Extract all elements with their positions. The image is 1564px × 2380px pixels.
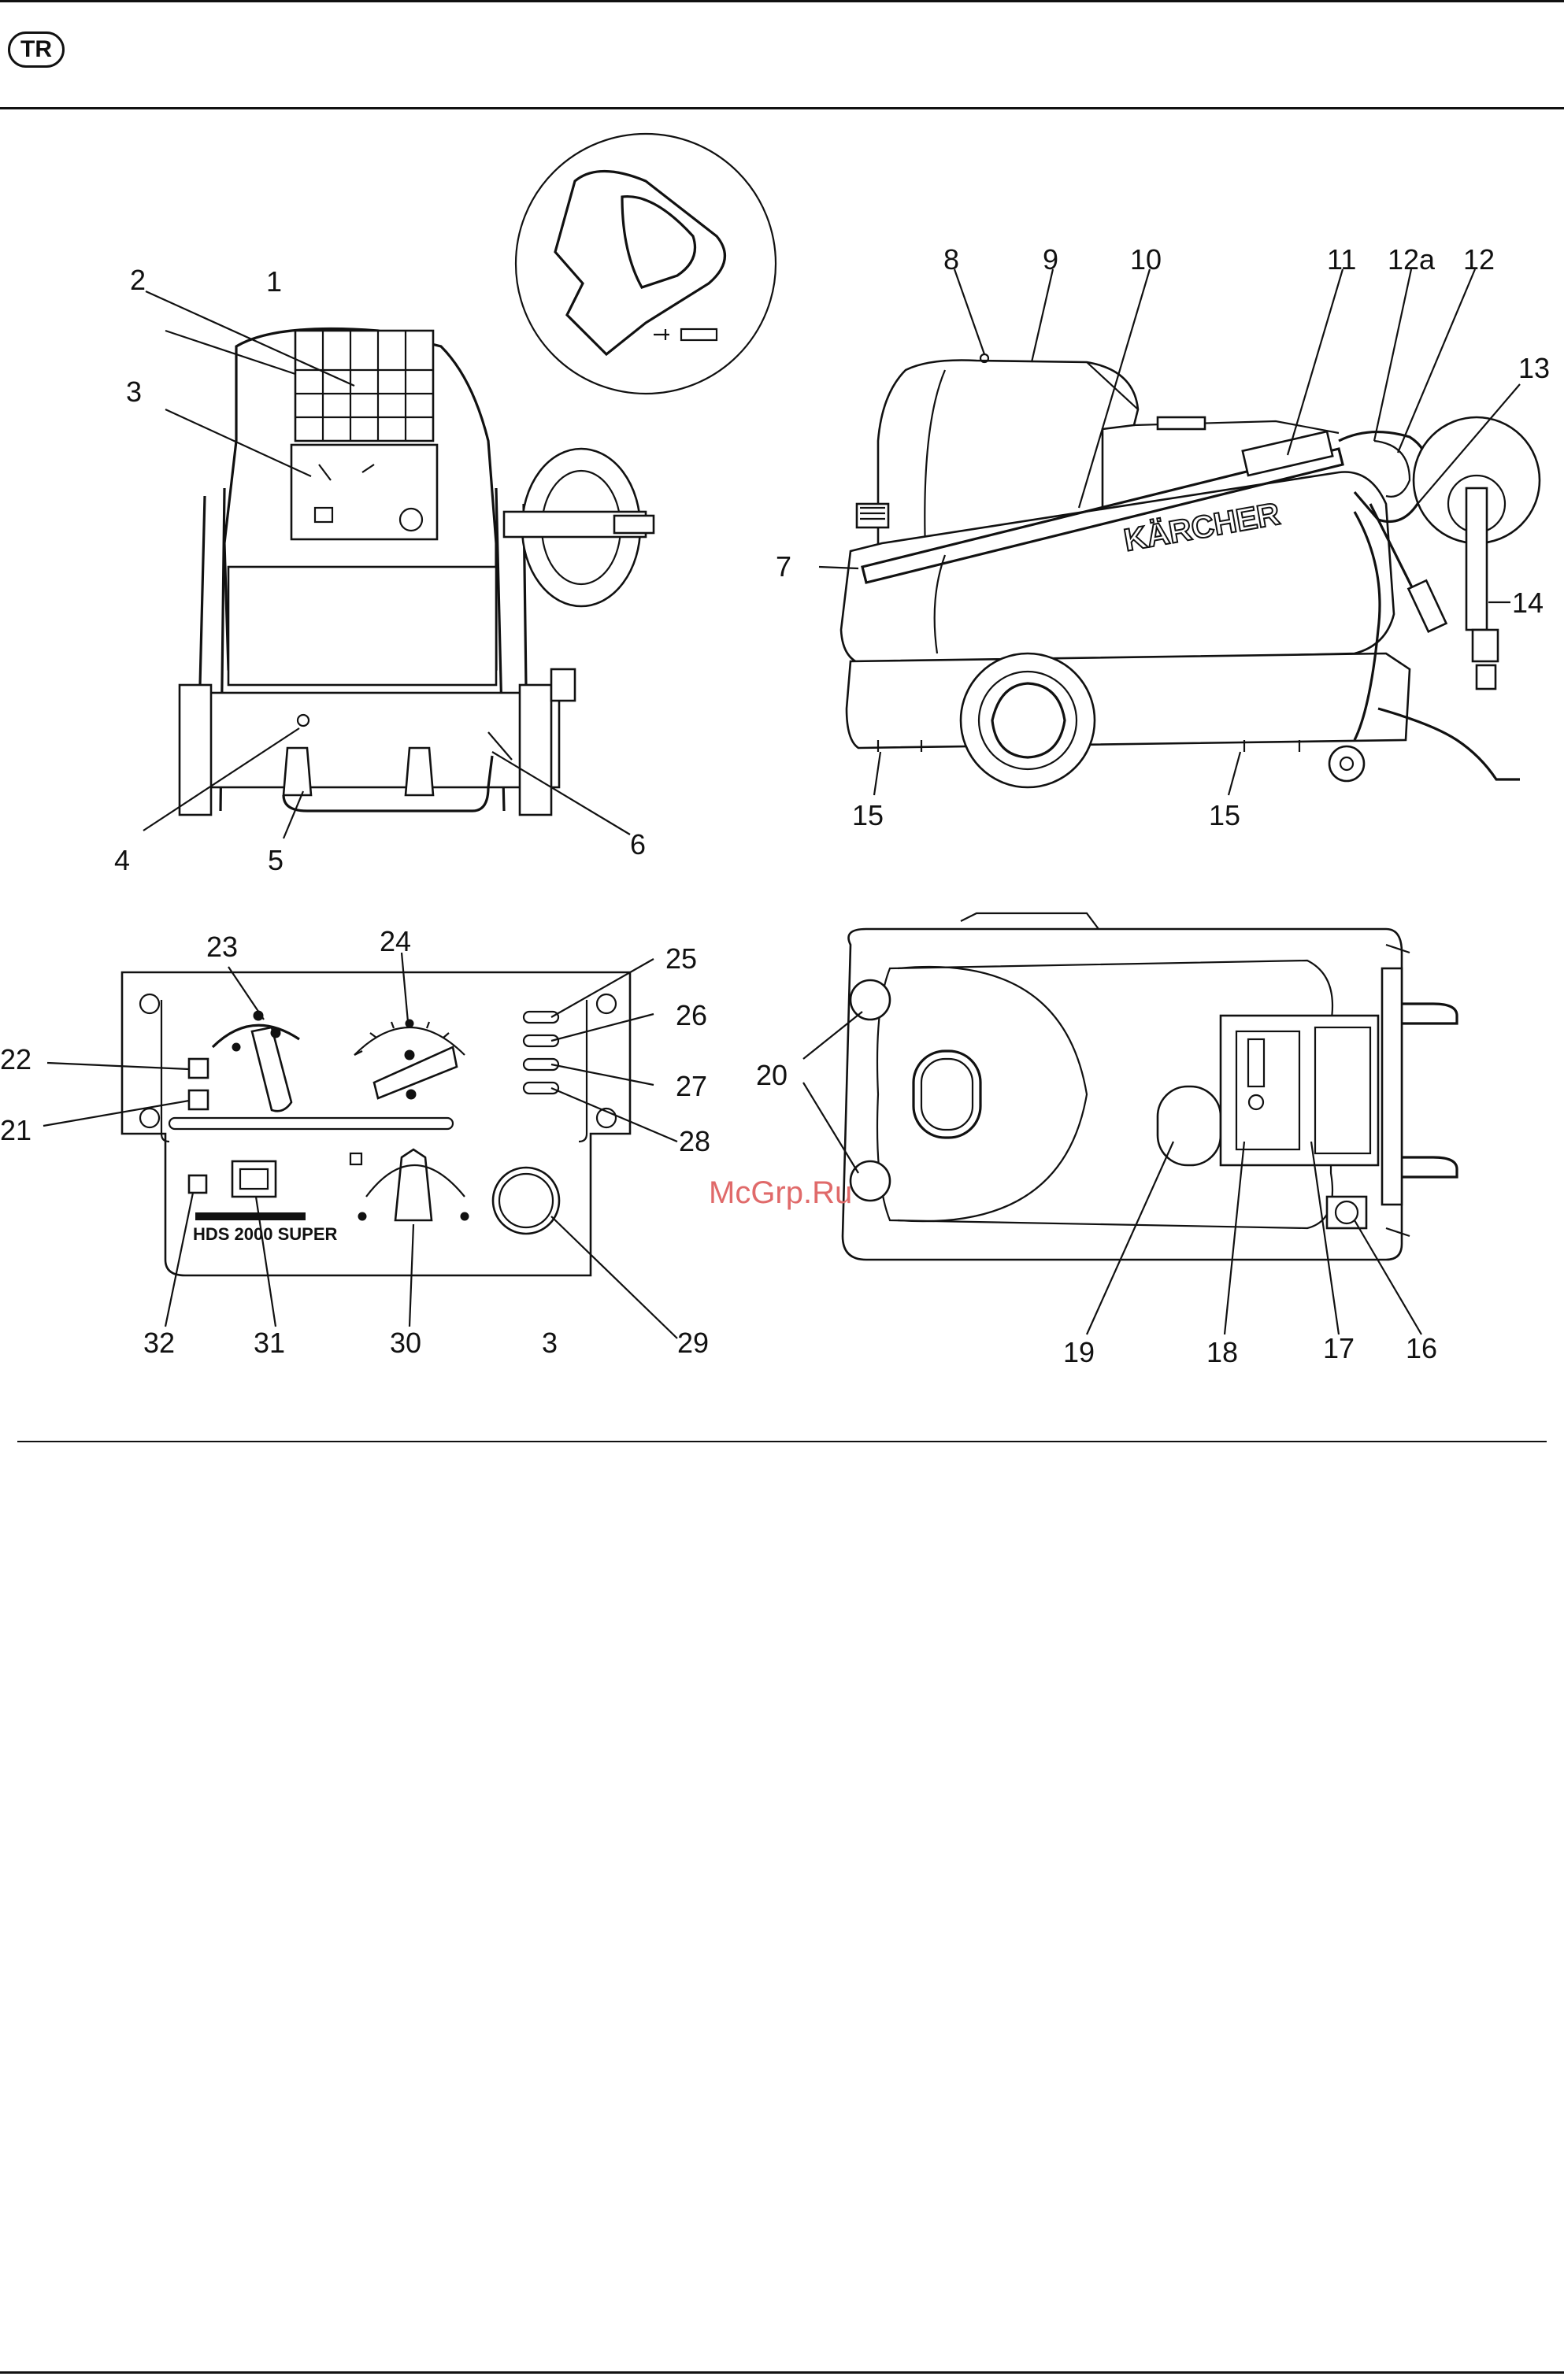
- callout-21: 21: [0, 1114, 32, 1146]
- rear-wheel: [961, 653, 1095, 787]
- callout-8: 8: [943, 243, 959, 276]
- callout-9: 9: [1043, 243, 1058, 276]
- callout-19: 19: [1063, 1336, 1095, 1368]
- callout-17: 17: [1323, 1332, 1355, 1364]
- callout-6: 6: [630, 828, 646, 861]
- side-view-figure: KÄRCHER 8 9 10 11 12a 12 13 14 7 15 15: [776, 243, 1550, 831]
- hour-meter: [232, 1161, 276, 1197]
- callout-23: 23: [206, 931, 238, 963]
- callout-13: 13: [1518, 352, 1550, 384]
- callout-14: 14: [1512, 587, 1544, 619]
- instruction-panel: [295, 331, 433, 441]
- callout-11: 11: [1327, 243, 1356, 276]
- indicator-32: [189, 1175, 206, 1193]
- callout-26: 26: [676, 999, 707, 1031]
- indicator-22: [189, 1059, 208, 1078]
- callout-24: 24: [380, 925, 411, 957]
- callout-28: 28: [679, 1125, 710, 1157]
- machine-base: [847, 653, 1410, 748]
- callout-27: 27: [676, 1070, 707, 1102]
- callout-12a: 12a: [1388, 243, 1436, 276]
- detergent-knob: [395, 1149, 432, 1220]
- callout-15b: 15: [1209, 799, 1240, 831]
- top-view-figure: 20 19 18 17 16: [756, 913, 1457, 1368]
- inset-detail-circle: [516, 134, 776, 394]
- callout-20: 20: [756, 1059, 788, 1091]
- front-view-figure: 1 2 3 4 5 6: [114, 134, 776, 876]
- callout-18: 18: [1206, 1336, 1238, 1368]
- front-housing: [228, 567, 496, 685]
- callout-15a: 15: [852, 799, 884, 831]
- callout-3-panel: 3: [542, 1327, 558, 1359]
- callout-7: 7: [776, 550, 791, 583]
- front-control-panel: [291, 445, 437, 539]
- manometer: [493, 1168, 559, 1234]
- callout-12: 12: [1463, 243, 1495, 276]
- callout-5: 5: [268, 844, 284, 876]
- callout-10: 10: [1130, 243, 1162, 276]
- model-label: HDS 2000 SUPER: [193, 1224, 338, 1244]
- watermark: McGrp.Ru: [709, 1175, 852, 1210]
- top-filler: [1158, 1086, 1221, 1165]
- callout-31: 31: [254, 1327, 285, 1359]
- callout-22: 22: [0, 1043, 32, 1075]
- indicator-21: [189, 1090, 208, 1109]
- callout-1: 1: [266, 265, 282, 298]
- callout-3: 3: [126, 376, 142, 408]
- callout-16: 16: [1406, 1332, 1437, 1364]
- callout-30: 30: [390, 1327, 421, 1359]
- callout-25: 25: [665, 942, 697, 975]
- callout-29: 29: [677, 1327, 709, 1359]
- callout-32: 32: [143, 1327, 175, 1359]
- control-panel-figure: HDS 2000 SUPER 22 21 23 24 25 2: [0, 925, 710, 1359]
- callout-4: 4: [114, 844, 130, 876]
- callout-2: 2: [130, 264, 146, 296]
